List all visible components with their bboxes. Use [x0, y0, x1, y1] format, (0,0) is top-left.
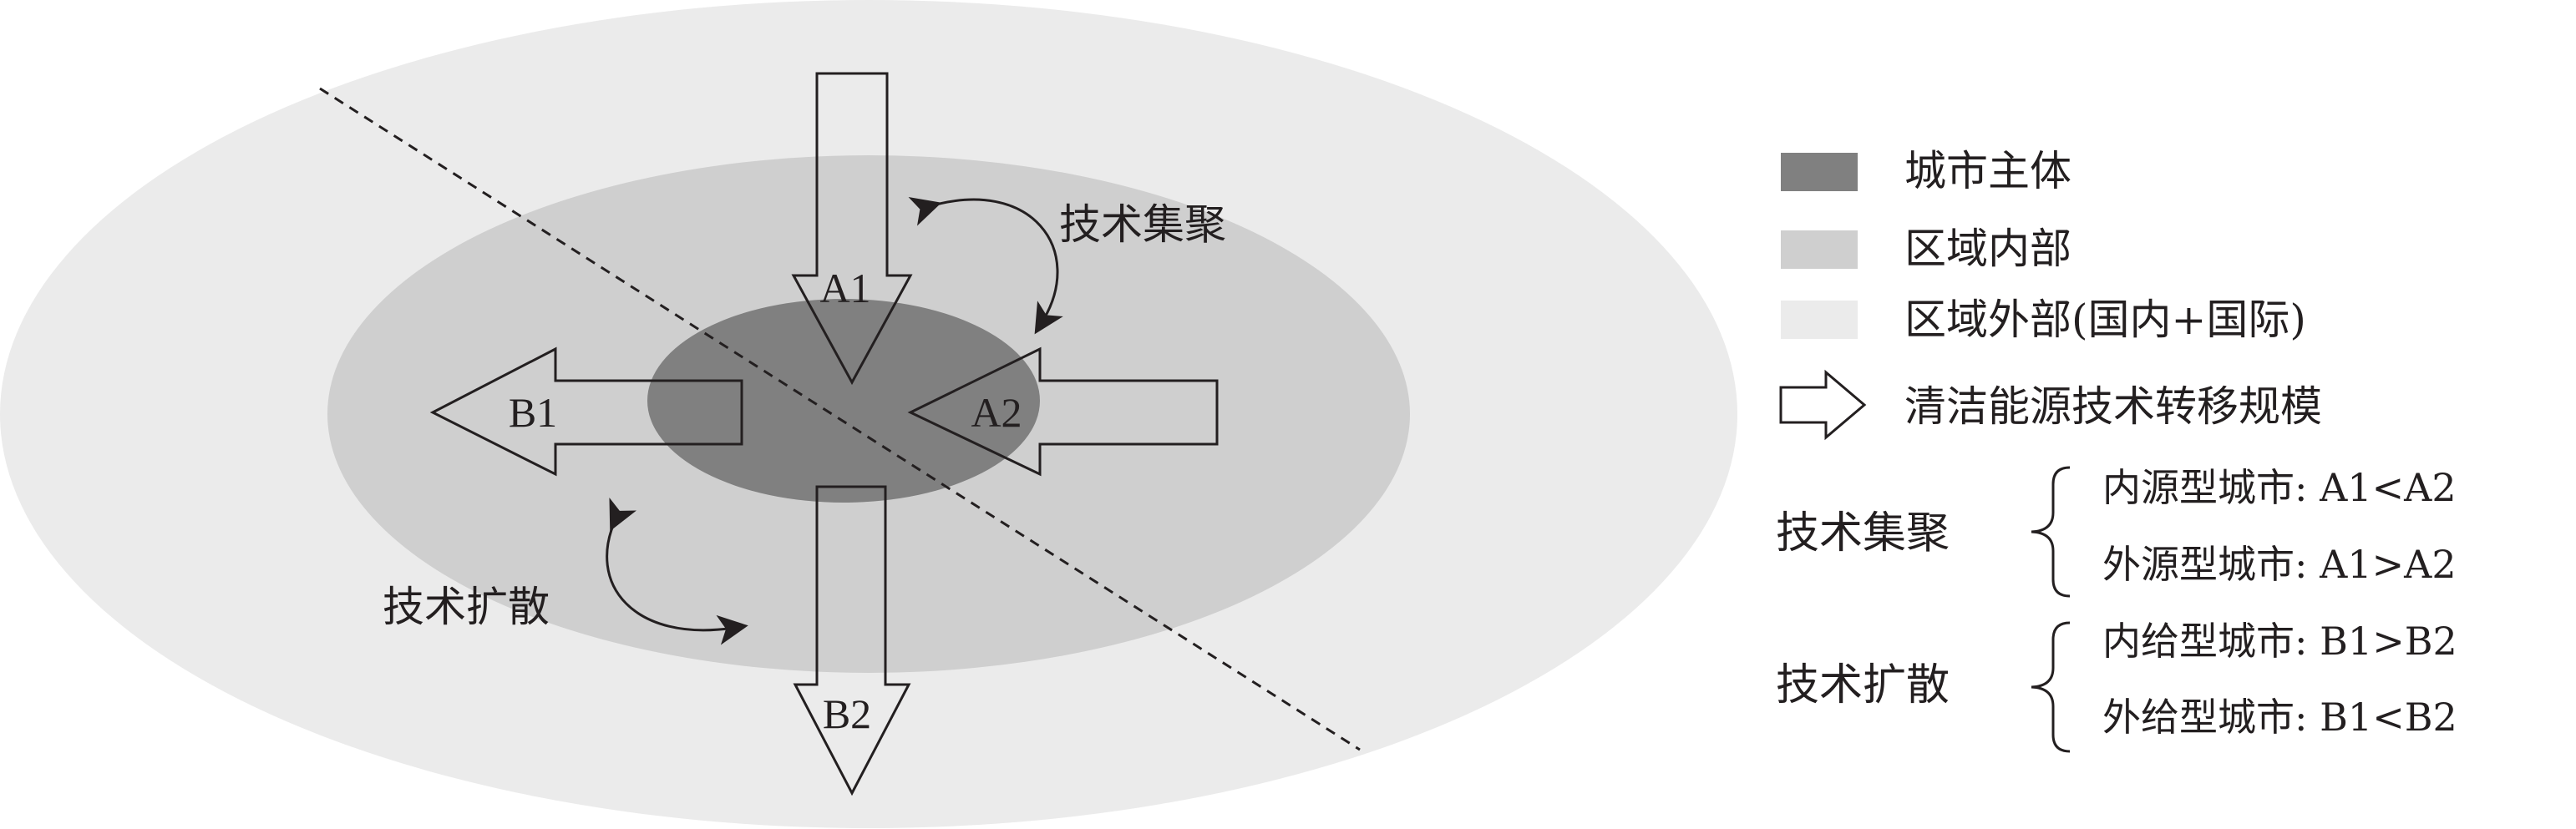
legend-label-inner-region: 区域内部	[1904, 225, 2071, 273]
legend-label-transfer-scale: 清洁能源技术转移规模	[1904, 382, 2322, 431]
city-core-ellipse	[647, 299, 1040, 503]
group-title-diffusion: 技术扩散	[1776, 660, 1950, 710]
brace-diffusion	[2031, 621, 2071, 753]
legend: 城市主体 区域内部 区域外部(国内+国际) 清洁能源技术转移规模	[1779, 147, 2322, 441]
diffusion-curved-arrow	[606, 498, 748, 645]
arrow-a2	[907, 346, 1219, 477]
agglomeration-curved-arrow	[908, 196, 1063, 335]
legend-swatch-outer-region	[1781, 301, 1858, 339]
condition-group-diffusion: 技术扩散 内给型城市: B1>B2 外给型城市: B1<B2	[1776, 619, 2457, 753]
condition-group-agglomeration: 技术集聚 内源型城市: A1<A2 外源型城市: A1>A2	[1776, 465, 2457, 598]
dashed-divider-line	[319, 87, 1361, 751]
legend-swatch-inner-region	[1781, 230, 1858, 269]
arrow-b2	[793, 485, 911, 796]
group-title-agglomeration: 技术集聚	[1776, 508, 1950, 559]
condition-exogenous-city: 外源型城市: A1>A2	[2102, 542, 2457, 587]
legend-label-outer-region: 区域外部(国内+国际)	[1904, 296, 2306, 344]
condition-endogenous-city: 内源型城市: A1<A2	[2102, 465, 2457, 510]
legend-label-core: 城市主体	[1904, 147, 2071, 195]
diffusion-annotation: 技术扩散	[383, 583, 550, 631]
condition-internal-supplier-city: 内给型城市: B1>B2	[2102, 619, 2457, 664]
arrow-icon	[1779, 369, 1867, 441]
arrow-b2-label: B2	[823, 690, 871, 737]
arrow-b1-label: B1	[509, 389, 557, 436]
arrow-a2-label: A2	[971, 389, 1022, 436]
arrow-b1	[429, 346, 743, 477]
condition-external-supplier-city: 外给型城市: B1<B2	[2102, 695, 2457, 740]
agglomeration-annotation: 技术集聚	[1059, 200, 1226, 249]
legend-swatch-core	[1781, 153, 1858, 191]
arrow-a1-label: A1	[819, 265, 870, 311]
brace-agglomeration	[2031, 466, 2071, 598]
arrow-a1	[791, 72, 913, 386]
